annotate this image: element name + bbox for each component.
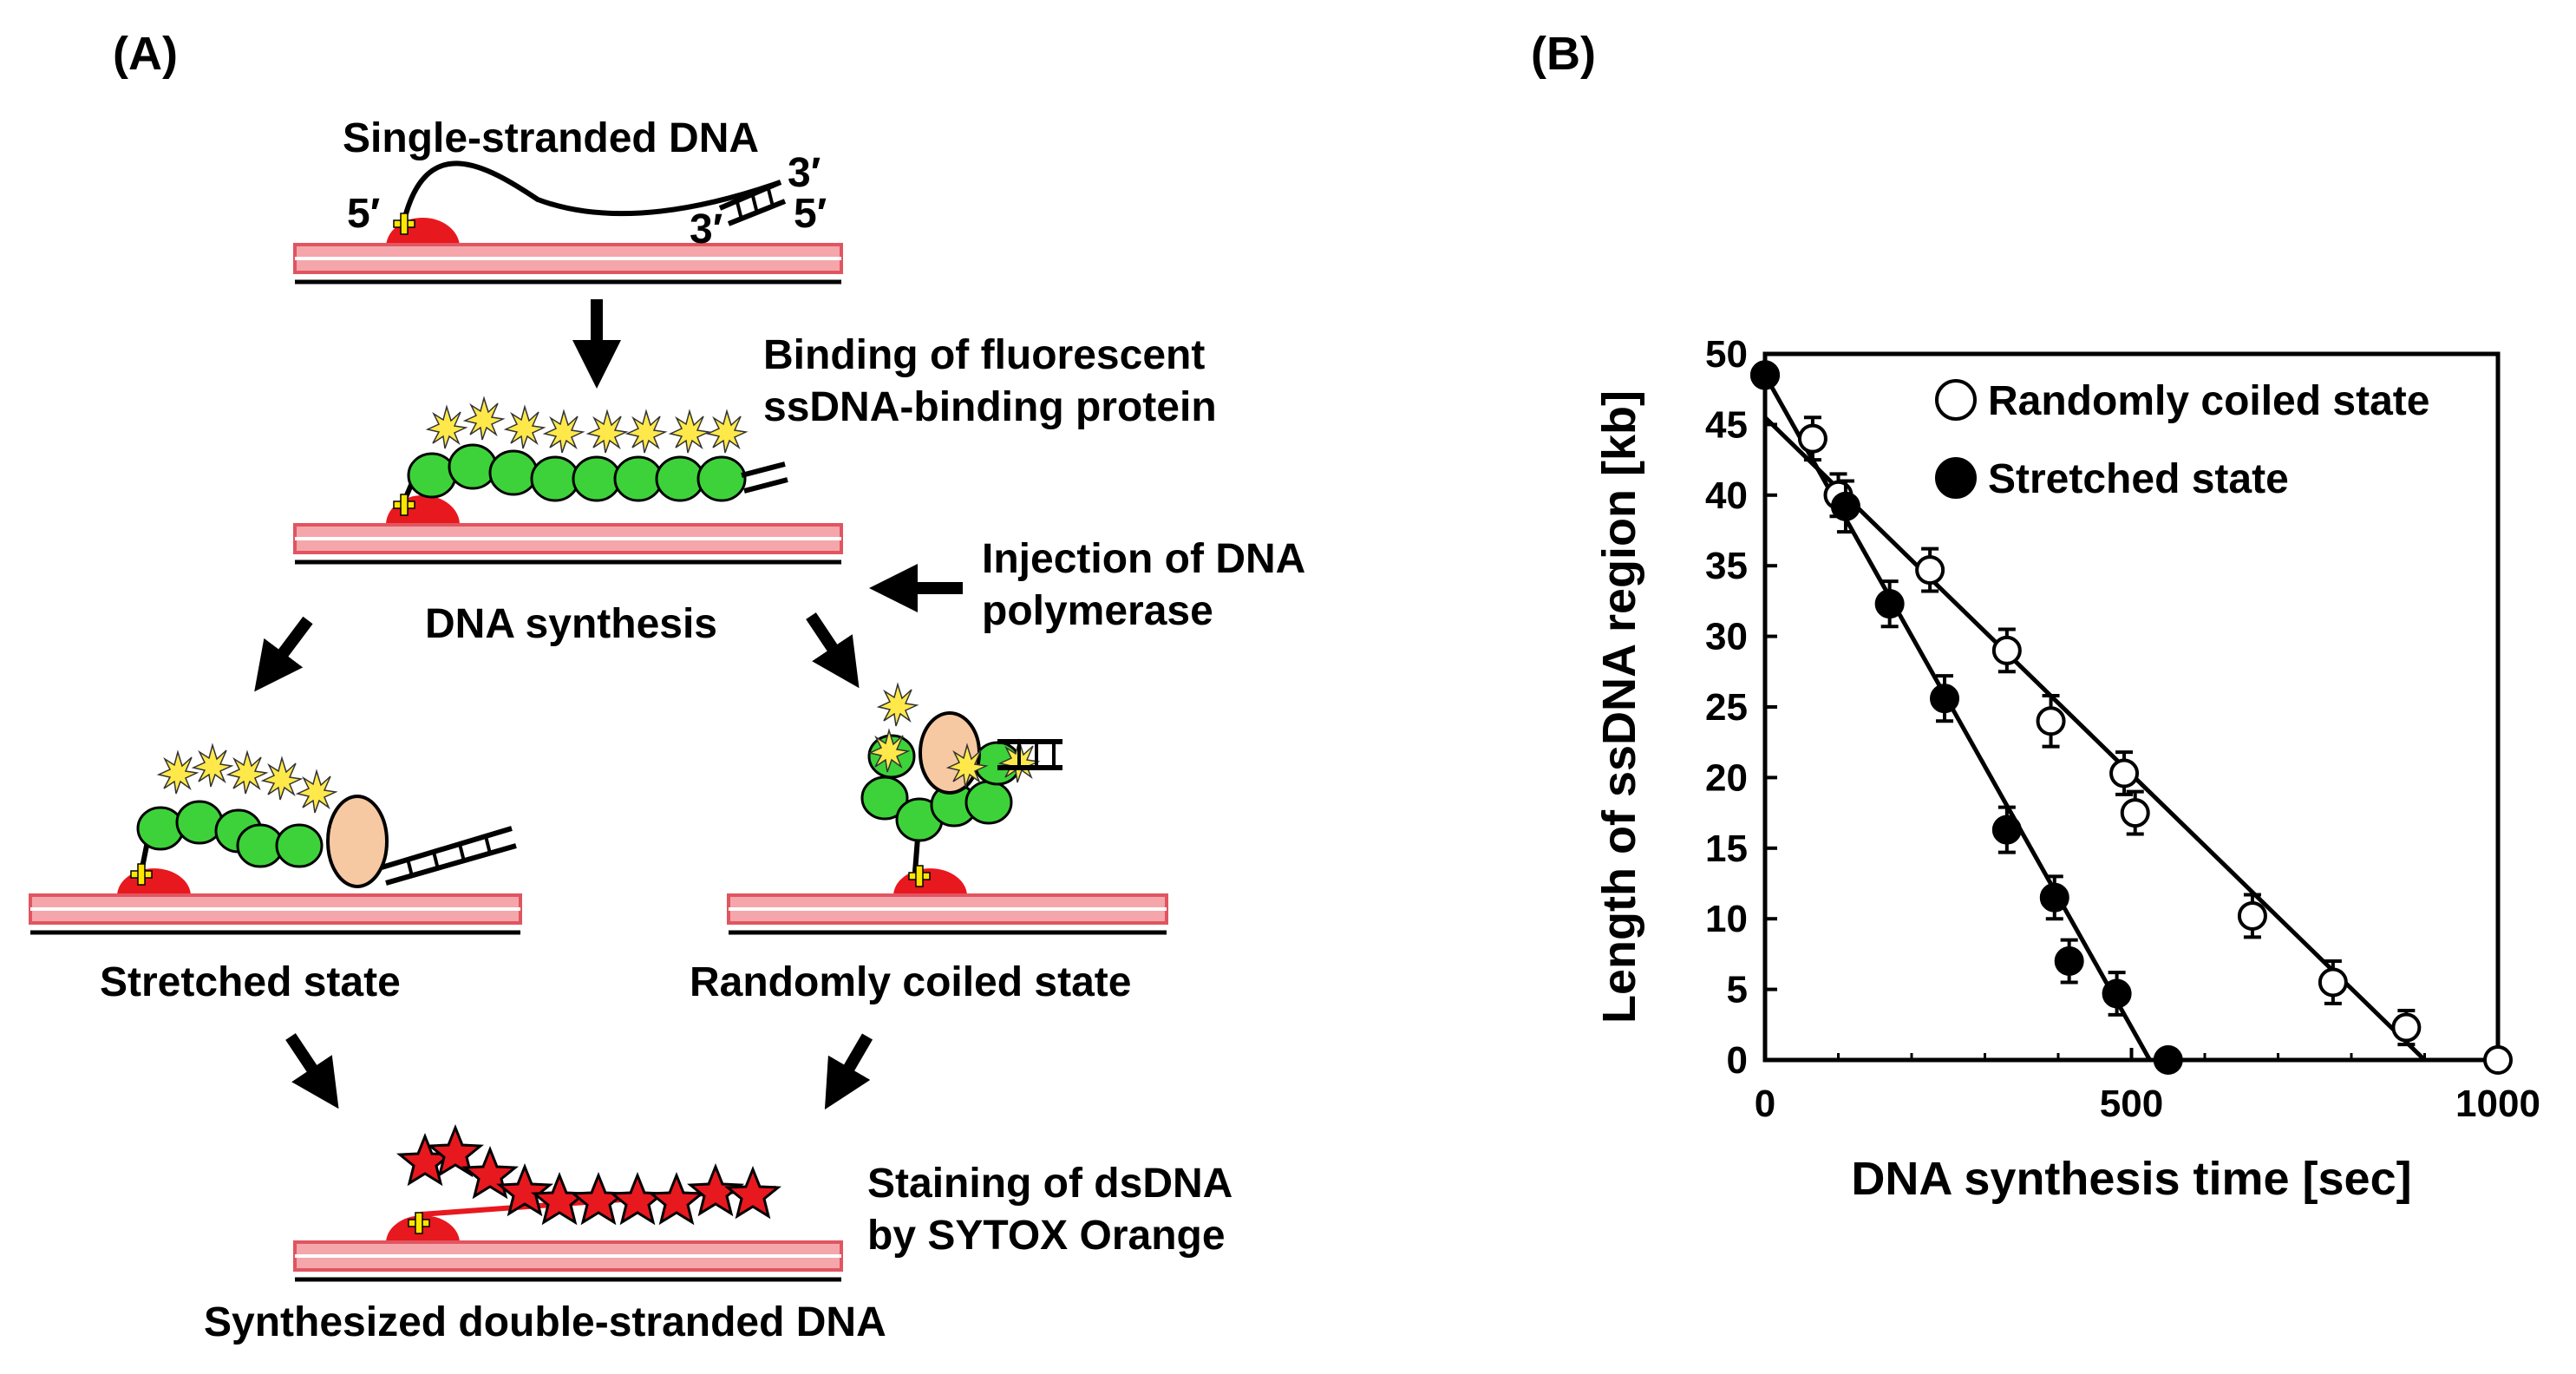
staining-line-1: Staining of dsDNA: [867, 1161, 1232, 1207]
end-3-mid: 3′: [690, 206, 722, 252]
end-5-left: 5′: [347, 191, 380, 237]
y-tick-label: 25: [1705, 686, 1748, 729]
polymerase-coiled: [919, 711, 981, 795]
step-ssdna: Single-stranded DNA 5′ 3′ 3′ 5′: [293, 115, 843, 285]
data-point-stretched: [2054, 946, 2084, 977]
arrow-coiled-down: [824, 1033, 873, 1110]
staining-line-2: by SYTOX Orange: [867, 1213, 1226, 1259]
data-point-coiled: [2391, 1012, 2422, 1043]
y-tick-label: 20: [1705, 756, 1748, 799]
y-tick-label: 30: [1705, 616, 1748, 658]
binding-line-2: ssDNA-binding protein: [763, 384, 1217, 430]
binding-line-1: Binding of fluorescent: [763, 332, 1205, 378]
ssb-proteins: [407, 443, 747, 502]
coiled-state-illustration: [727, 684, 1168, 935]
synthesis-label: DNA synthesis: [425, 601, 717, 647]
data-point-stretched: [2102, 978, 2132, 1009]
data-point-coiled: [2318, 967, 2348, 998]
injection-line-2: polymerase: [982, 588, 1213, 634]
data-point-stretched: [2039, 882, 2069, 913]
data-point-stretched: [2153, 1045, 2183, 1075]
end-5-right: 5′: [794, 191, 827, 237]
y-tick-label: 35: [1705, 545, 1748, 587]
coiled-label: Randomly coiled state: [690, 959, 1131, 1005]
y-tick-label: 10: [1705, 898, 1748, 940]
y-tick-label: 40: [1705, 474, 1748, 517]
arrow-to-stretched: [254, 616, 313, 692]
data-point-coiled: [1797, 423, 1827, 454]
x-tick-label: 0: [1755, 1083, 1775, 1125]
legend-marker: [1935, 457, 1977, 499]
legend-marker: [1935, 379, 1977, 421]
data-point-stretched: [1991, 815, 2022, 845]
data-point-stretched: [1830, 491, 1860, 521]
polymerase: [326, 795, 389, 888]
data-point-coiled: [2120, 798, 2150, 828]
data-point-coiled: [2036, 706, 2066, 736]
ssdna-strand: [401, 160, 781, 225]
legend-label: Stretched state: [1988, 456, 2289, 502]
dsdna-illustration: [293, 1126, 843, 1282]
panel-a-label: (A): [113, 28, 178, 80]
data-point-coiled: [1991, 635, 2022, 665]
legend-label: Randomly coiled state: [1988, 378, 2429, 424]
arrow-stretched-down: [285, 1033, 339, 1109]
step-ssb-bound: [293, 397, 843, 565]
stretched-state-illustration: [29, 744, 522, 935]
data-point-stretched: [1750, 360, 1780, 390]
y-tick-label: 45: [1705, 403, 1748, 446]
data-point-stretched: [1930, 684, 1960, 714]
y-axis-label: Length of ssDNA region [kb]: [1593, 390, 1645, 1024]
data-point-coiled: [2237, 900, 2267, 931]
data-point-stretched: [1874, 589, 1905, 619]
y-tick-label: 5: [1727, 969, 1748, 1011]
y-tick-label: 0: [1727, 1039, 1748, 1082]
ssdna-label: Single-stranded DNA: [343, 115, 759, 161]
panel-b-label: (B): [1531, 28, 1596, 80]
x-tick-label: 1000: [2455, 1083, 2540, 1125]
y-tick-label: 50: [1705, 333, 1748, 376]
end-3-top: 3′: [788, 150, 821, 196]
data-point-coiled: [2483, 1045, 2513, 1075]
x-tick-label: 500: [2100, 1083, 2163, 1125]
fit-line-coiled: [1763, 415, 2427, 1062]
data-point-coiled: [1915, 555, 1945, 586]
panel-a: (A) Single-stranded DNA 5′ 3′ 3′ 5′ Bind…: [29, 28, 1305, 1345]
stretched-label: Stretched state: [100, 959, 401, 1005]
y-tick-label: 15: [1705, 828, 1748, 870]
arrow-to-coiled: [806, 612, 860, 689]
final-label: Synthesized double-stranded DNA: [204, 1299, 886, 1345]
injection-line-1: Injection of DNA: [982, 536, 1305, 582]
data-point-coiled: [2109, 758, 2140, 788]
x-axis-label: DNA synthesis time [sec]: [1851, 1153, 2411, 1205]
